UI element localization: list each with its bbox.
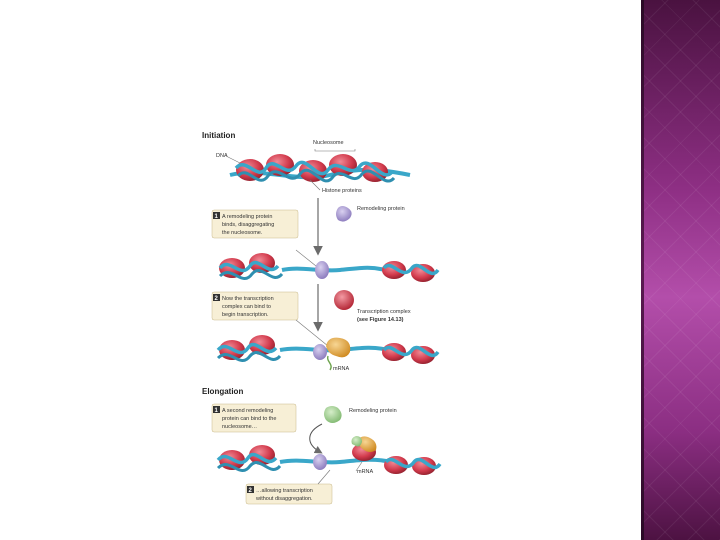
svg-text:1: 1 bbox=[215, 214, 219, 220]
svg-text:complex can bind to: complex can bind to bbox=[222, 304, 271, 310]
figure-reference-label: (see Figure 14.13) bbox=[357, 317, 404, 323]
nucleosome-label: Nucleosome bbox=[313, 140, 344, 146]
transcription-complex-label: Transcription complex bbox=[357, 309, 411, 315]
dna-label: DNA bbox=[216, 153, 228, 159]
svg-text:begin transcription.: begin transcription. bbox=[222, 312, 269, 318]
remodeling-protein-label-2: Remodeling protein bbox=[349, 408, 397, 414]
svg-text:protein can bind to the: protein can bind to the bbox=[222, 416, 276, 422]
svg-text:Now the transcription: Now the transcription bbox=[222, 296, 274, 302]
elongation-heading: Elongation bbox=[202, 387, 243, 396]
svg-text:the nucleosome.: the nucleosome. bbox=[222, 230, 263, 236]
svg-text:binds, disaggregating: binds, disaggregating bbox=[222, 222, 274, 228]
mrna-label-1: mRNA bbox=[333, 366, 350, 372]
remodeling-protein-label-1: Remodeling protein bbox=[357, 206, 405, 212]
transcription-complex-ball bbox=[334, 290, 354, 310]
svg-text:1: 1 bbox=[215, 408, 219, 414]
svg-text:2: 2 bbox=[215, 296, 219, 302]
nucleosome-row-1 bbox=[234, 154, 396, 183]
svg-text:…allowing transcription: …allowing transcription bbox=[256, 488, 313, 494]
svg-text:2: 2 bbox=[249, 488, 253, 494]
dna-row-4 bbox=[216, 436, 442, 475]
svg-text:without disaggregation.: without disaggregation. bbox=[255, 496, 313, 502]
decorative-side-panel bbox=[641, 0, 720, 540]
mrna-label-2: mRNA bbox=[357, 469, 374, 475]
dna-row-2 bbox=[218, 253, 440, 282]
chromatin-remodeling-figure: Initiation Elongation DNA Nucleosome His… bbox=[202, 131, 442, 505]
dna-row-3 bbox=[216, 335, 440, 371]
remodeling-protein-2 bbox=[324, 406, 342, 423]
remodeling-protein-1 bbox=[336, 206, 352, 222]
histone-proteins-label: Histone proteins bbox=[322, 188, 362, 194]
step-elong-1-callout: 1 A second remodeling protein can bind t… bbox=[211, 403, 297, 433]
step-elong-2-callout: 2 …allowing transcription without disagg… bbox=[245, 483, 333, 505]
step-init-2-callout: 2 Now the transcription complex can bind… bbox=[211, 291, 299, 321]
svg-text:nucleosome…: nucleosome… bbox=[222, 424, 257, 430]
initiation-heading: Initiation bbox=[202, 131, 235, 140]
step-init-1-callout: 1 A remodeling protein binds, disaggrega… bbox=[211, 209, 299, 239]
svg-text:A remodeling protein: A remodeling protein bbox=[222, 214, 272, 220]
svg-text:A second remodeling: A second remodeling bbox=[222, 408, 273, 414]
